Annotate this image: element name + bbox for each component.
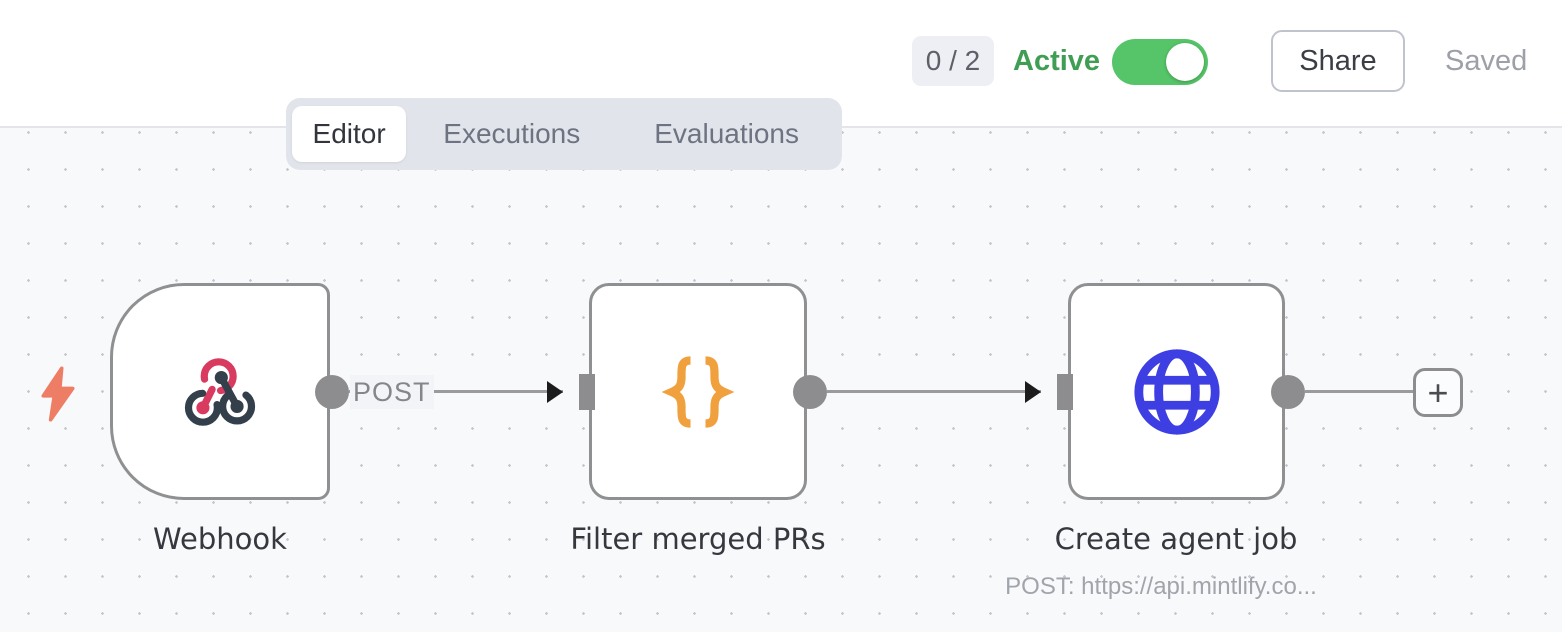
active-label: Active <box>1013 45 1101 77</box>
tab-editor[interactable]: Editor <box>292 106 407 162</box>
toggle-knob <box>1166 43 1204 81</box>
code-braces-icon <box>661 355 735 428</box>
connection-filter-create <box>827 390 1041 393</box>
globe-icon <box>1133 348 1220 435</box>
connection-post-label: POST <box>350 375 434 409</box>
connection-webhook-filter <box>349 390 563 393</box>
node-subtitle-create-agent-job: POST: https://api.mintlify.co... <box>1005 573 1317 600</box>
node-label-create-agent-job: Create agent job <box>1054 522 1298 556</box>
view-tabs: Editor Executions Evaluations <box>286 98 842 170</box>
node-webhook[interactable] <box>110 283 330 500</box>
connection-arrowhead <box>1025 381 1041 403</box>
webhook-output-port[interactable] <box>315 375 349 409</box>
trigger-bolt-icon <box>41 366 75 422</box>
tab-evaluations[interactable]: Evaluations <box>654 118 799 149</box>
share-button[interactable]: Share <box>1271 30 1405 92</box>
webhook-icon <box>184 357 256 426</box>
connection-arrowhead <box>547 381 563 403</box>
saved-status: Saved <box>1445 45 1528 77</box>
add-node-button[interactable]: + <box>1413 368 1463 417</box>
filter-output-port[interactable] <box>793 375 827 409</box>
issues-count-badge[interactable]: 0 / 2 <box>912 36 994 86</box>
create-output-port[interactable] <box>1271 375 1305 409</box>
create-input-port[interactable] <box>1057 374 1073 410</box>
node-label-filter: Filter merged PRs <box>570 522 826 556</box>
node-filter-merged-prs[interactable] <box>589 283 807 500</box>
connection-create-add <box>1305 390 1413 393</box>
tab-executions[interactable]: Executions <box>443 118 581 149</box>
active-toggle[interactable] <box>1112 39 1208 85</box>
node-create-agent-job[interactable] <box>1068 283 1285 500</box>
node-label-webhook: Webhook <box>153 522 287 556</box>
filter-input-port[interactable] <box>579 374 595 410</box>
